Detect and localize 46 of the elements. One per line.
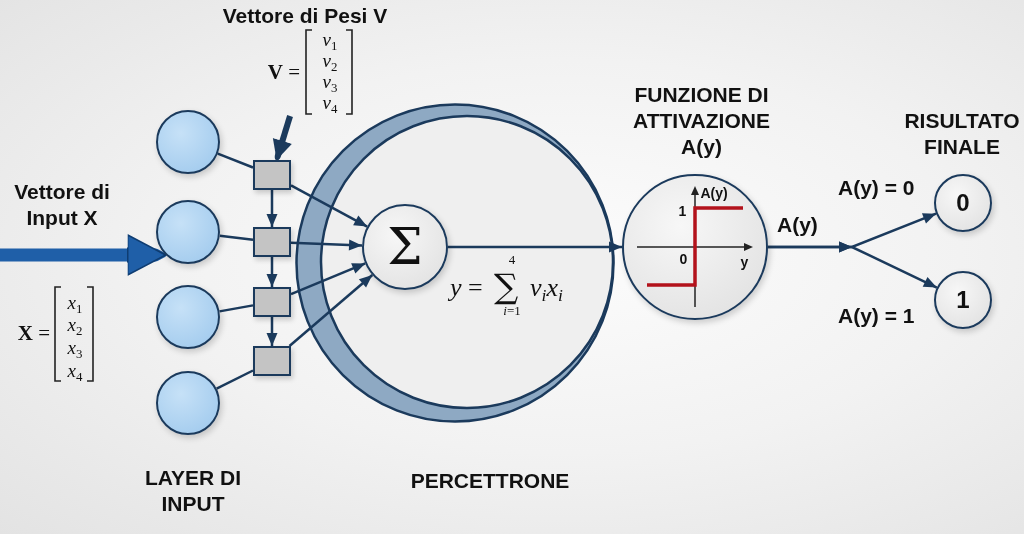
edge-label: A(y) = 1	[838, 304, 915, 328]
tick-label: 0	[679, 250, 688, 268]
axis-label: A(y)	[700, 184, 728, 202]
arrow	[290, 184, 368, 228]
arrow	[290, 239, 363, 251]
vector-entry: v$_{1}$	[321, 29, 339, 50]
section-title: PERCETTRONE	[409, 468, 571, 494]
block-arrow	[0, 234, 167, 276]
arrow	[266, 257, 278, 287]
section-title: FUNZIONE DI ATTIVAZIONE A(y)	[632, 81, 771, 160]
arrow	[266, 317, 278, 346]
vector-entry: x$_{4}$	[66, 360, 84, 381]
vector-entry: x$_{3}$	[66, 337, 84, 358]
connector-line	[219, 304, 254, 313]
axis-label: y	[740, 253, 749, 271]
weight-square	[253, 227, 291, 257]
arrow	[768, 241, 938, 289]
tick-label: 1	[678, 202, 687, 220]
vector-equation: V =	[266, 60, 300, 84]
vector-equation: X =	[16, 321, 50, 345]
vector-entry: x$_{1}$	[66, 292, 84, 313]
edge-label: Vettore di Input X	[13, 179, 111, 231]
connector-line	[216, 369, 254, 390]
section-title: RISULTATO FINALE	[903, 108, 1021, 160]
arrow	[266, 190, 278, 227]
vector-entry: x$_{2}$	[66, 314, 84, 335]
arrow	[272, 115, 293, 161]
section-title: Vettore di Pesi V	[221, 3, 389, 29]
arrow	[290, 262, 366, 296]
connector-line	[219, 234, 254, 241]
vector-entry: v$_{2}$	[321, 50, 339, 71]
weight-square	[253, 160, 291, 190]
signal-label: A(y)	[777, 213, 818, 237]
vector-entry: v$_{3}$	[321, 71, 339, 92]
weight-square	[253, 346, 291, 376]
arrow	[448, 241, 622, 253]
connector-line	[217, 152, 254, 169]
section-title: LAYER DI INPUT	[143, 465, 243, 517]
arrow	[288, 274, 374, 347]
sum-symbol: ∑	[494, 266, 519, 306]
formula-text: v$_{i}$x$_{i}$	[530, 274, 563, 302]
weight-square	[253, 287, 291, 317]
formula-text: y =	[450, 274, 483, 302]
vector-entry: v$_{4}$	[321, 92, 339, 113]
edge-label: A(y) = 0	[838, 176, 915, 200]
sum-limit: 4	[507, 252, 517, 267]
